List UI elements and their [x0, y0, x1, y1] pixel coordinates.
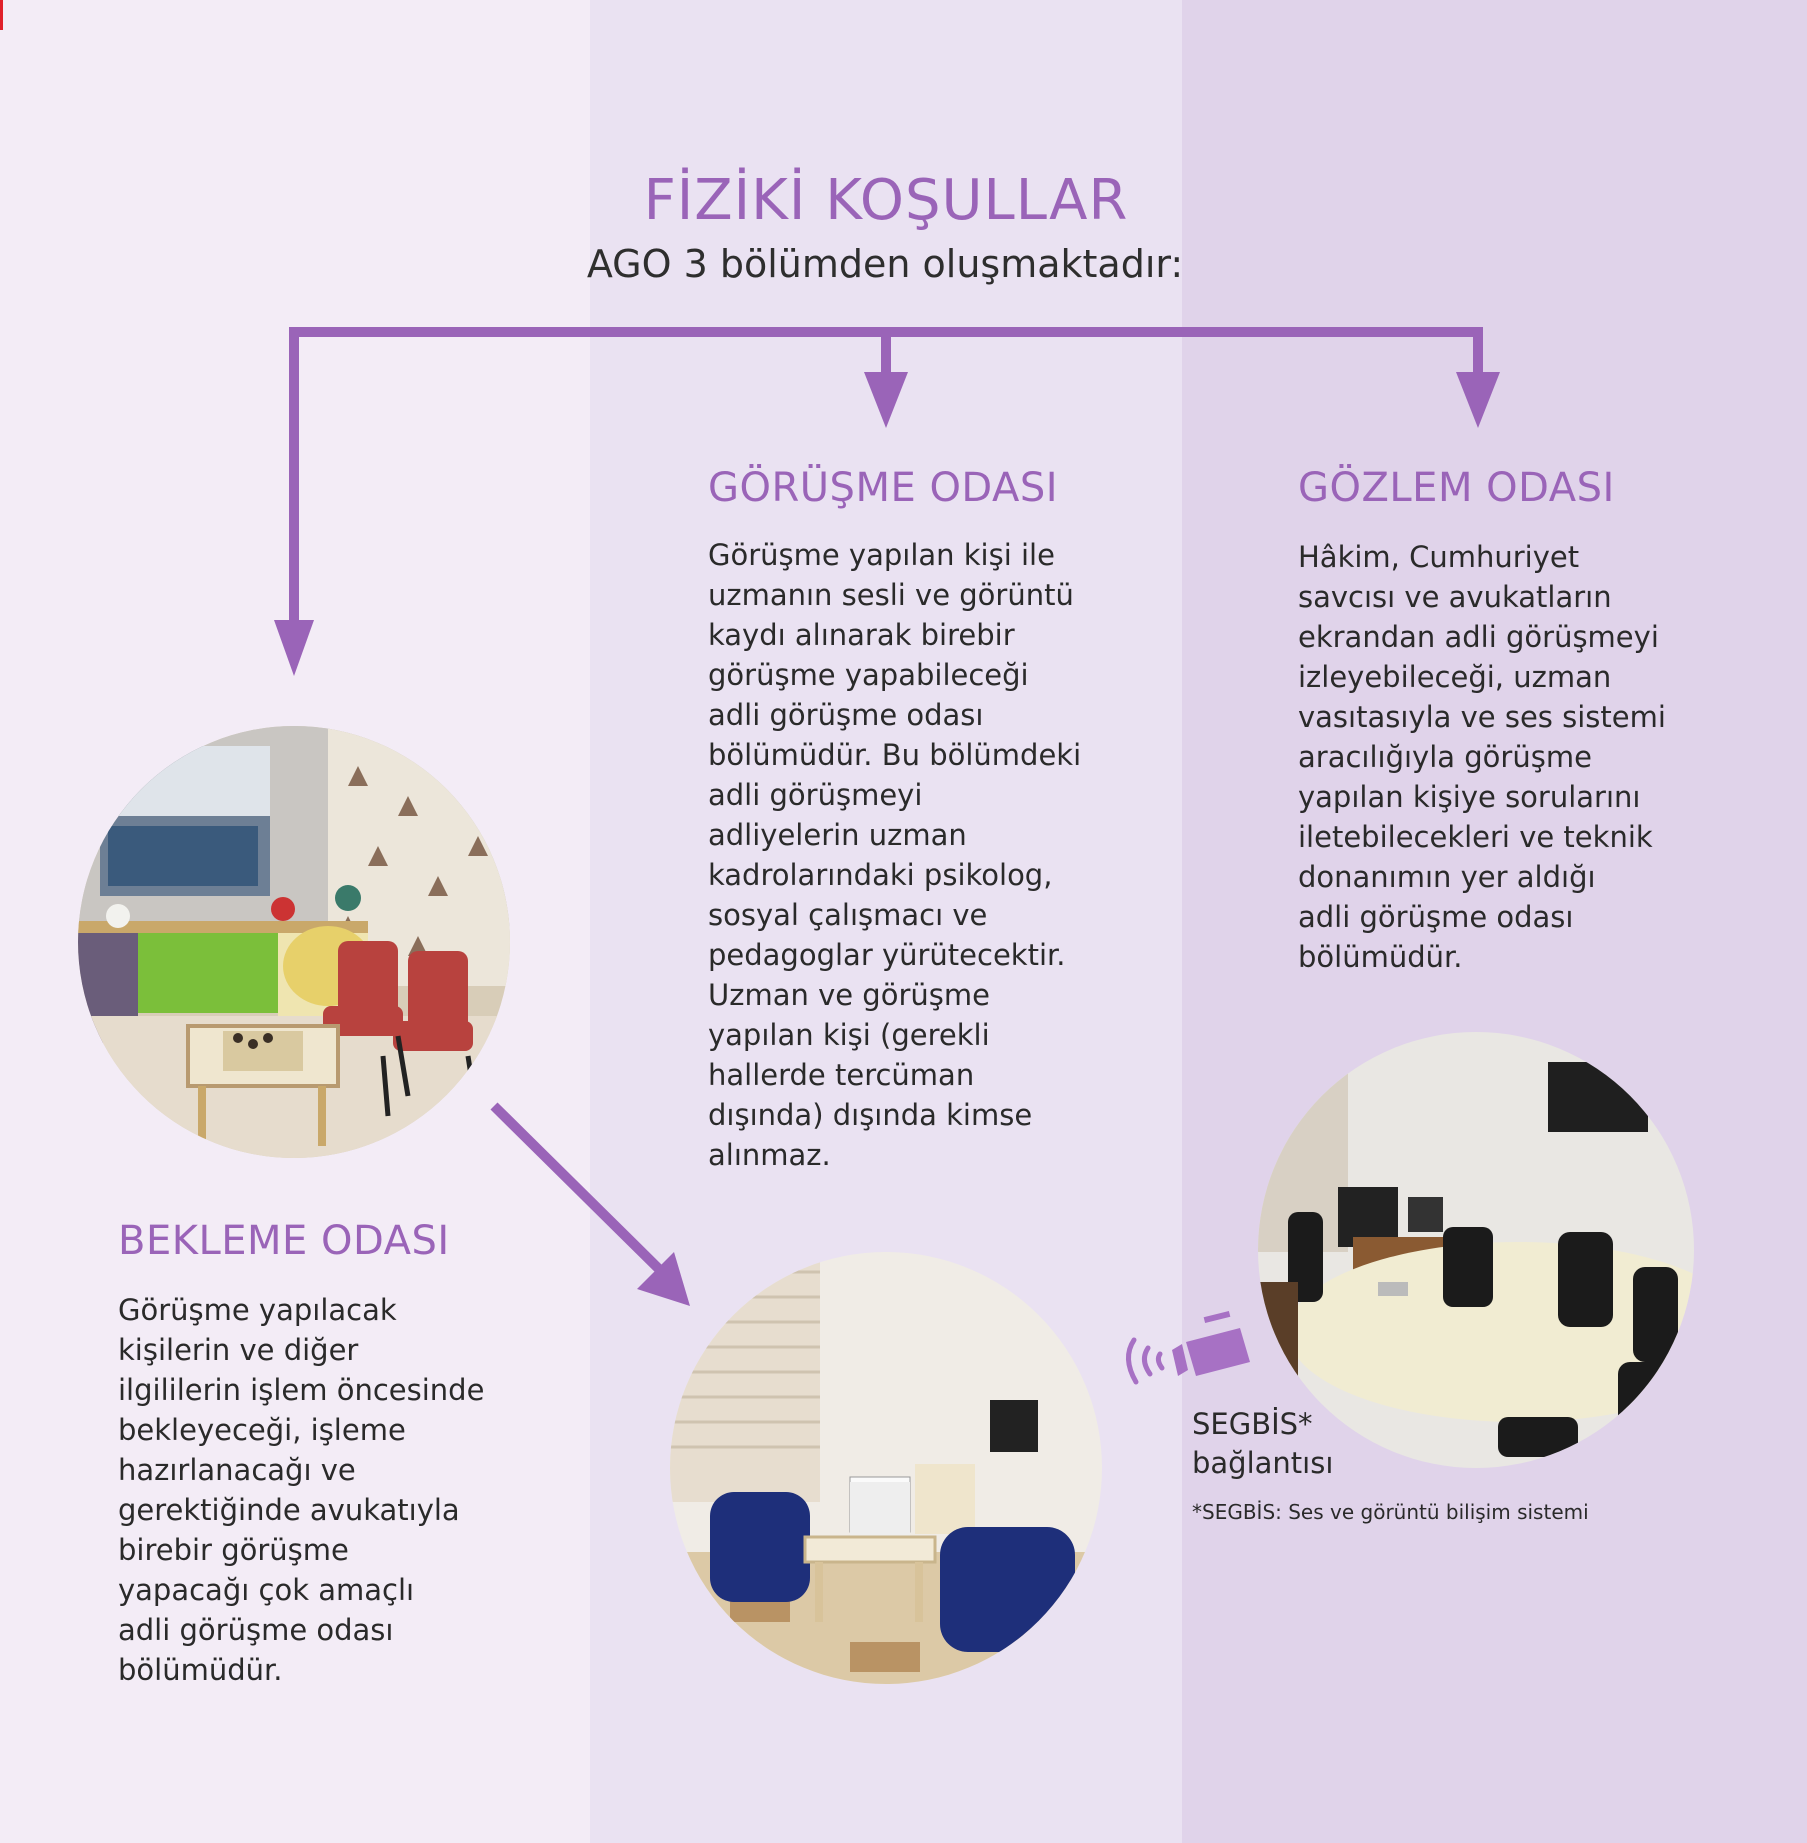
bekleme-line: birebir görüşme	[118, 1533, 349, 1567]
gozlem-line: vasıtasıyla ve ses sistemi	[1298, 700, 1666, 734]
camera-broadcast-icon	[1126, 1310, 1250, 1385]
gorusme-line: pedagoglar yürütecektir.	[708, 938, 1066, 972]
gorusme-line: Uzman ve görüşme	[708, 978, 990, 1012]
gorusme-line: adliyelerin uzman	[708, 818, 967, 852]
page-title: FİZİKİ KOŞULLAR	[643, 167, 1129, 233]
gozlem-line: izleyebileceği, uzman	[1298, 660, 1612, 694]
gorusme-line: uzmanın sesli ve görüntü	[708, 578, 1074, 612]
bekleme-line: adli görüşme odası	[118, 1613, 394, 1647]
arrow-middle-head	[864, 372, 908, 428]
waiting-room-photo	[78, 726, 510, 1158]
bekleme-description: Görüşme yapılacak kişilerin ve diğer ilg…	[118, 1290, 484, 1690]
segbis-footnote: *SEGBİS: Ses ve görüntü bilişim sistemi	[1192, 1500, 1589, 1524]
arrow-diagonal-line	[490, 1102, 666, 1276]
gozlem-line: savcısı ve avukatların	[1298, 580, 1612, 614]
gorusme-line: adli görüşmeyi	[708, 778, 923, 812]
page-subtitle: AGO 3 bölümden oluşmaktadır:	[586, 242, 1184, 286]
gorusme-line: hallerde tercüman	[708, 1058, 975, 1092]
gozlem-line: Hâkim, Cumhuriyet	[1298, 540, 1580, 574]
bekleme-line: Görüşme yapılacak	[118, 1293, 397, 1327]
bekleme-line: bekleyeceği, işleme	[118, 1413, 406, 1447]
segbis-label-line1: SEGBİS*	[1192, 1407, 1313, 1441]
gorusme-line: kadrolarındaki psikolog,	[708, 858, 1053, 892]
gozlem-line: yapılan kişiye sorularını	[1298, 780, 1641, 814]
bekleme-line: gerektiğinde avukatıyla	[118, 1493, 460, 1527]
gorusme-line: Görüşme yapılan kişi ile	[708, 538, 1055, 572]
observation-room-photo	[1258, 1032, 1694, 1468]
gorusme-line: adli görüşme odası	[708, 698, 984, 732]
bekleme-title: BEKLEME ODASI	[118, 1218, 450, 1264]
gozlem-line: iletebilecekleri ve teknik	[1298, 820, 1653, 854]
bekleme-line: kişilerin ve diğer	[118, 1333, 359, 1367]
gorusme-line: yapılan kişi (gerekli	[708, 1018, 990, 1052]
arrow-right-head	[1456, 372, 1500, 428]
gorusme-description: Görüşme yapılan kişi ile uzmanın sesli v…	[708, 535, 1081, 1175]
arrow-left-head	[274, 620, 314, 676]
segbis-label-line2: bağlantısı	[1192, 1446, 1334, 1480]
gorusme-line: alınmaz.	[708, 1138, 831, 1172]
gozlem-line: bölümüdür.	[1298, 940, 1463, 974]
gozlem-line: aracılığıyla görüşme	[1298, 740, 1592, 774]
gozlem-line: donanımın yer aldığı	[1298, 860, 1596, 894]
column-right-bg	[1182, 0, 1807, 1843]
gorusme-line: kaydı alınarak birebir	[708, 618, 1015, 652]
gorusme-line: bölümüdür. Bu bölümdeki	[708, 738, 1082, 772]
gozlem-title: GÖZLEM ODASI	[1298, 465, 1615, 511]
arrow-diagonal-head	[637, 1252, 690, 1306]
gozlem-description: Hâkim, Cumhuriyet savcısı ve avukatların…	[1298, 537, 1666, 977]
bekleme-line: bölümüdür.	[118, 1653, 283, 1687]
gorusme-line: görüşme yapabileceği	[708, 658, 1029, 692]
interview-room-photo	[670, 1252, 1102, 1684]
gorusme-line: sosyal çalışmacı ve	[708, 898, 988, 932]
segbis-label: SEGBİS* bağlantısı	[1192, 1405, 1333, 1483]
bekleme-line: ilgililerin işlem öncesinde	[118, 1373, 485, 1407]
bekleme-line: yapacağı çok amaçlı	[118, 1573, 415, 1607]
crop-mark	[0, 0, 3, 30]
gozlem-line: ekrandan adli görüşmeyi	[1298, 620, 1659, 654]
gorusme-line: dışında) dışında kimse	[708, 1098, 1033, 1132]
gorusme-title: GÖRÜŞME ODASI	[708, 465, 1059, 511]
bekleme-line: hazırlanacağı ve	[118, 1453, 356, 1487]
gozlem-line: adli görüşme odası	[1298, 900, 1574, 934]
